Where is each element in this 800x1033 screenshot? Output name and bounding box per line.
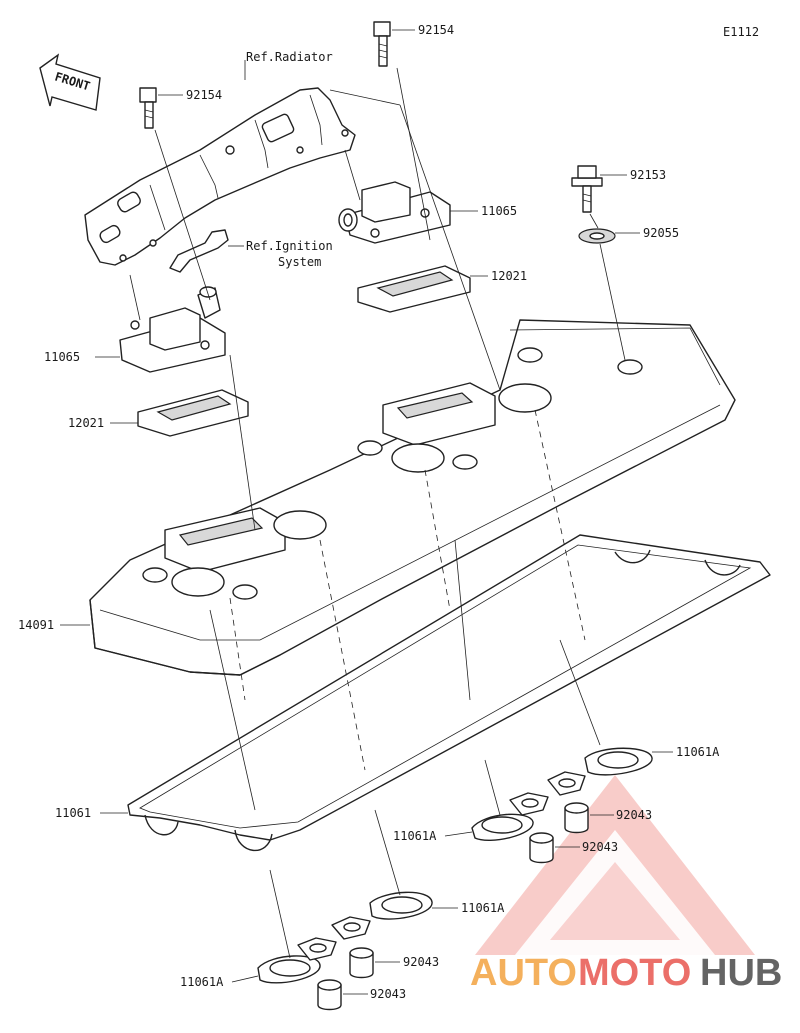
ignition-clip [169, 229, 229, 273]
diagram-code: E1112 [723, 25, 759, 39]
label-92153: 92153 [630, 168, 666, 182]
gasket-11061 [127, 534, 771, 852]
bolt-92153 [571, 165, 603, 213]
label-11061a-2: 11061A [393, 829, 437, 843]
label-12021-left: 12021 [68, 416, 104, 430]
ref-ignition-line1: Ref.Ignition [246, 239, 333, 253]
plate-12021-right [357, 265, 471, 313]
watermark-hub: HUB [700, 952, 782, 994]
ref-ignition-line2: System [278, 255, 321, 269]
label-92055: 92055 [643, 226, 679, 240]
watermark-text: AUTO MOTO HUB [470, 952, 782, 994]
dowel-92043-2 [529, 832, 554, 864]
plug-gasket-11061a-1 [547, 747, 653, 796]
label-92043-1: 92043 [616, 808, 652, 822]
plug-gasket-11061a-2 [471, 792, 549, 842]
breather-11065-right [338, 181, 451, 244]
label-12021-right: 12021 [491, 269, 527, 283]
label-11061a-4: 11061A [180, 975, 224, 989]
label-92043-4: 92043 [370, 987, 406, 1001]
watermark-auto: AUTO [470, 952, 577, 994]
plug-gasket-11061a-4 [257, 937, 337, 984]
breather-11065-left [119, 286, 226, 373]
washer-92055 [578, 228, 616, 244]
cylinder-head-cover-14091 [89, 319, 736, 676]
radiator-bracket [84, 87, 356, 266]
label-11061a-1: 11061A [676, 745, 720, 759]
label-92154-top: 92154 [418, 23, 454, 37]
plug-gasket-11061a-3 [331, 891, 433, 940]
plate-12021-left [137, 389, 249, 437]
label-92154-left: 92154 [186, 88, 222, 102]
dowel-92043-3 [349, 947, 374, 979]
front-arrow: FRONT [39, 53, 101, 111]
label-11065-left: 11065 [44, 350, 80, 364]
watermark-logo [475, 775, 755, 955]
dowel-92043-1 [564, 802, 589, 834]
label-14091: 14091 [18, 618, 54, 632]
label-11061a-3: 11061A [461, 901, 505, 915]
label-11065-right: 11065 [481, 204, 517, 218]
label-92043-2: 92043 [582, 840, 618, 854]
label-11061: 11061 [55, 806, 91, 820]
watermark-moto: MOTO [578, 952, 691, 994]
bolt-92154-left [139, 87, 157, 129]
ref-radiator: Ref.Radiator [246, 50, 333, 64]
dowel-92043-4 [317, 979, 342, 1011]
bolt-92154-top [373, 21, 391, 67]
label-92043-3: 92043 [403, 955, 439, 969]
assembly-lines [129, 67, 626, 959]
